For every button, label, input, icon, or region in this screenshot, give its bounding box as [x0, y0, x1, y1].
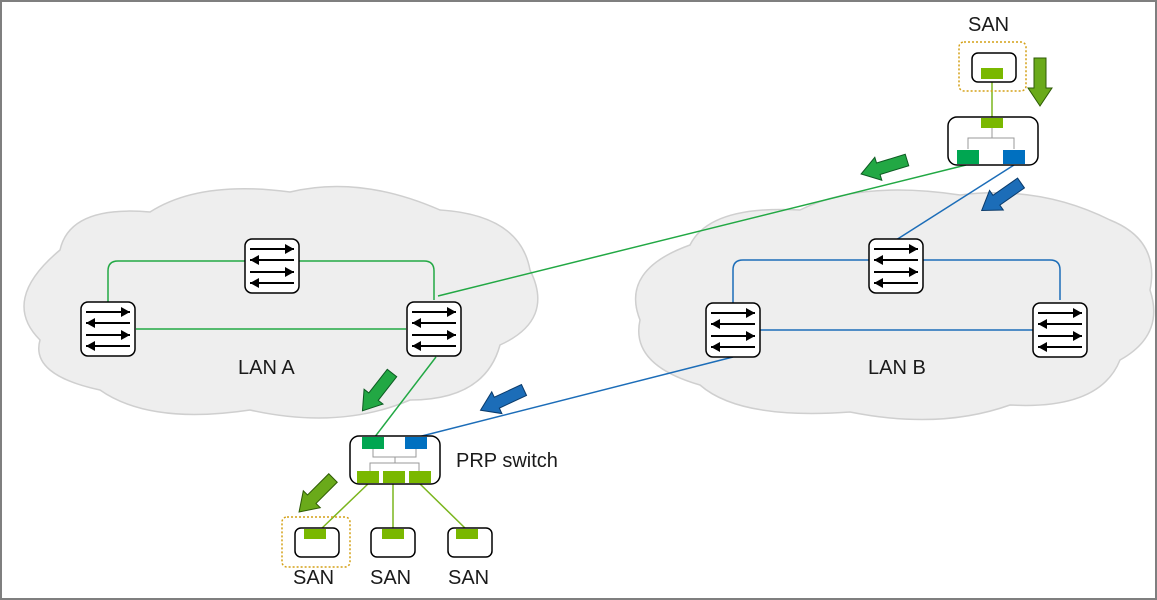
lan-a-switch-right	[406, 301, 462, 357]
prp-switch-san-port-3	[409, 471, 431, 483]
prp-switch-node	[349, 435, 441, 485]
san-device-2	[370, 527, 416, 558]
arrow-green-to-prp-icon	[361, 368, 398, 412]
lan-a-switch-left	[80, 301, 136, 357]
san-device-1	[294, 527, 340, 558]
san-1-highlight-box	[281, 516, 351, 568]
lan-a-label: LAN A	[238, 357, 295, 379]
san-1-label: SAN	[293, 567, 335, 589]
lan-b-cloud	[634, 189, 1155, 421]
top-san-device	[971, 52, 1017, 83]
san-3-label: SAN	[448, 567, 490, 589]
lan-a-switch-top	[244, 238, 300, 294]
san-device-3	[447, 527, 493, 558]
prp-to-san-3-link	[417, 481, 468, 531]
prp-switch-label: PRP switch	[456, 450, 558, 472]
arrow-down-san-icon	[1027, 57, 1053, 107]
top-node-port-a	[957, 150, 979, 164]
san-2-label: SAN	[370, 567, 412, 589]
lan-a-cloud	[23, 185, 539, 419]
lan-b-to-prp-switch-link	[413, 356, 734, 439]
top-san-label: SAN	[968, 14, 1010, 36]
arrow-blue-to-lan-b-icon	[980, 177, 1026, 212]
top-node-to-lan-b-link	[895, 164, 1015, 241]
top-san-highlight-box	[958, 41, 1027, 92]
lan-b-switch-left	[705, 302, 761, 358]
top-prp-node	[947, 116, 1039, 166]
arrow-down-to-san-icon	[298, 473, 338, 513]
top-node-to-lan-a-link	[437, 164, 967, 297]
prp-switch-san-port-1	[357, 471, 379, 483]
arrow-blue-to-prp-icon	[479, 383, 528, 415]
lan-b-switch-top	[868, 238, 924, 294]
prp-to-san-1-link	[319, 481, 371, 531]
lan-b-label: LAN B	[868, 357, 926, 379]
top-node-port-b	[1003, 150, 1025, 164]
arrow-green-to-lan-a-icon	[860, 153, 910, 181]
lan-b-switch-right	[1032, 302, 1088, 358]
lan-a-to-prp-switch-link	[373, 356, 437, 439]
prp-switch-port-b	[405, 437, 427, 449]
top-node-san-port	[981, 118, 1003, 128]
prp-switch-port-a	[362, 437, 384, 449]
prp-switch-san-port-2	[383, 471, 405, 483]
